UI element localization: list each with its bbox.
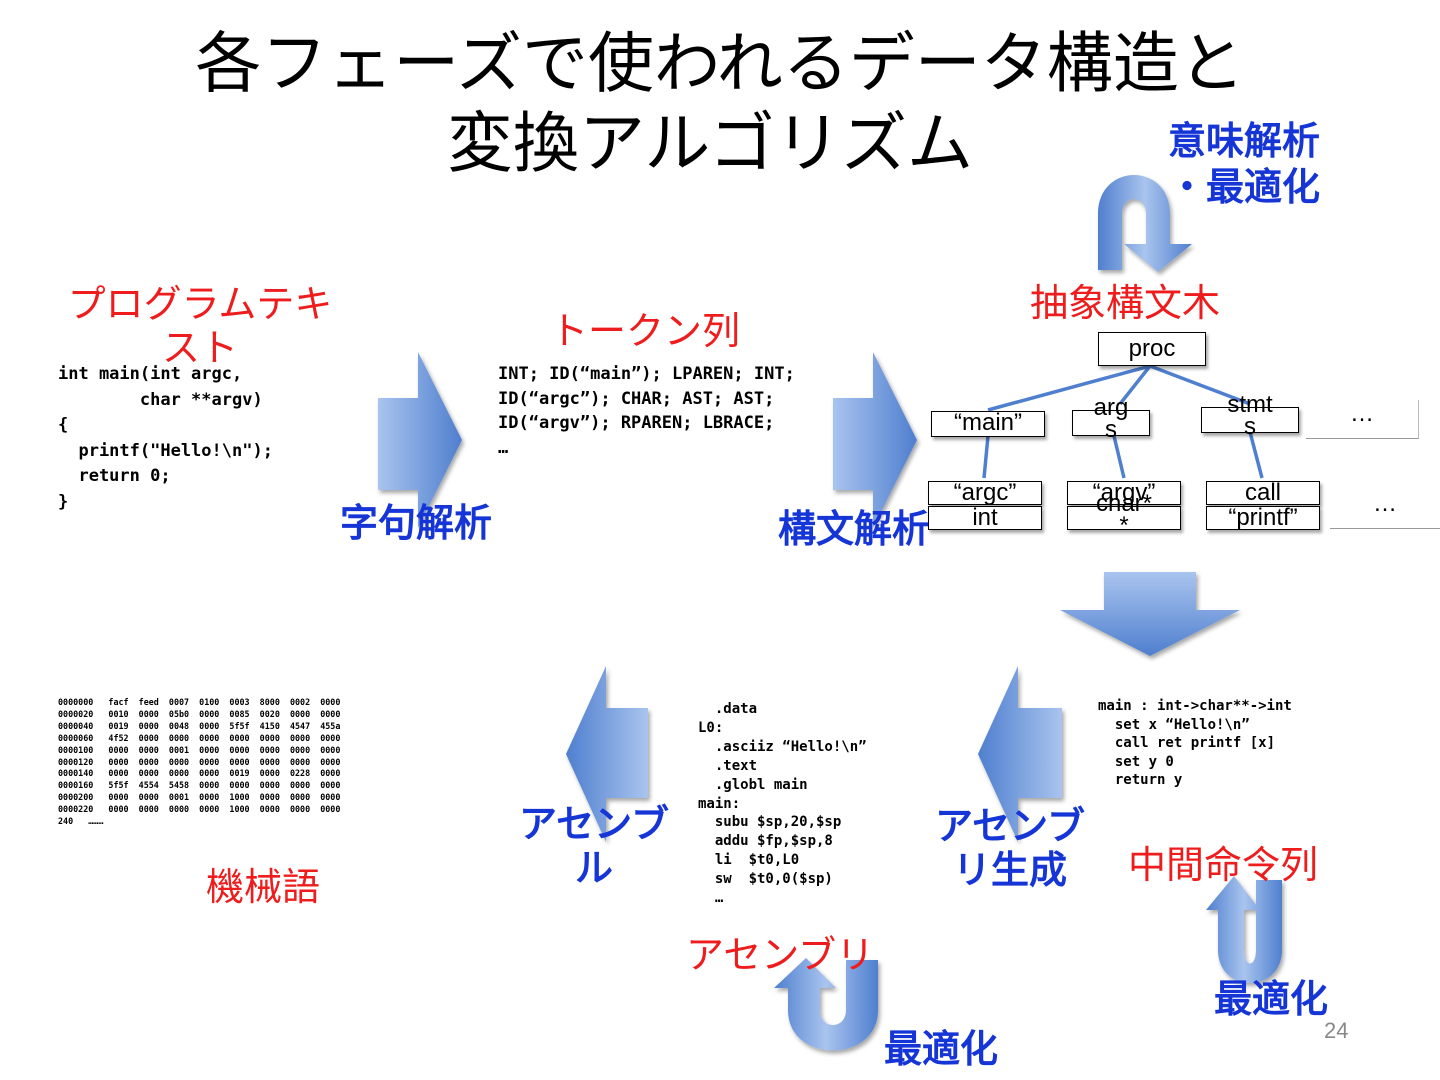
ast-node-more-1: …	[1306, 400, 1419, 439]
asm-code-line: …	[698, 890, 724, 907]
ast-node-more-2: …	[1330, 488, 1440, 529]
asm-code-line: .asciiz “Hello!\n”	[698, 738, 867, 755]
hex-dump-line: 0000020 0010 0000 05b0 0000 0085 0020 00…	[58, 708, 341, 719]
phase-semantic-analysis: 意味解析 ・最適化	[1168, 119, 1321, 209]
hex-dump-line: 240 ………	[58, 816, 104, 827]
asm-code-line: L0:	[698, 719, 724, 736]
phase-syntax-analysis: 構文解析	[778, 507, 931, 551]
asm-code-line: .text	[698, 757, 758, 774]
label-intermediate-code: 中間命令列	[1128, 843, 1319, 887]
arrow-ir-optimize-loop	[1206, 876, 1282, 983]
phase-assembly-optimization: 最適化	[884, 1027, 999, 1071]
hex-dump-line: 0000100 0000 0000 0001 0000 0000 0000 00…	[58, 744, 341, 755]
source-code-line: }	[58, 491, 69, 512]
arrow-syntax	[833, 352, 917, 528]
ir-code-line: main : int->char**->int	[1098, 698, 1292, 714]
arrow-assemble	[566, 666, 648, 842]
hex-dump-line: 0000060 4f52 0000 0000 0000 0000 0000 00…	[58, 732, 341, 743]
ir-code-block: main : int->char**->int set x “Hello!\n”…	[1098, 697, 1292, 790]
token-list-block: INT; ID(“main”); LPAREN; INT; ID(“argc”);…	[498, 362, 795, 460]
label-program-text: プログラムテキ スト	[67, 282, 333, 370]
source-code-line: int main(int argc,	[58, 364, 243, 384]
ast-node-proc: proc	[1098, 332, 1206, 366]
asm-code-line: .data	[698, 701, 758, 717]
hex-dump-line: 0000140 0000 0000 0000 0000 0019 0000 02…	[58, 768, 341, 779]
slide-title-line2: 変換アルゴリズム	[446, 105, 974, 182]
label-machine-code: 機械語	[206, 865, 321, 909]
page-number: 24	[1324, 1018, 1349, 1043]
hex-dump-line: 0000120 0000 0000 0000 0000 0000 0000 00…	[58, 756, 341, 767]
source-code-line: char **argv)	[58, 389, 263, 410]
token-line: INT; ID(“main”); LPAREN; INT;	[498, 364, 795, 384]
asm-code-line: main:	[698, 795, 741, 812]
ast-node-int: int	[928, 506, 1042, 530]
arrow-lexical	[378, 352, 462, 528]
phase-assemble: アセンブ ル	[518, 802, 670, 890]
label-token-sequence: トークン列	[550, 309, 741, 353]
arrow-semantic-loop	[1098, 175, 1192, 272]
ast-node-charpp: char**	[1067, 492, 1181, 538]
hex-dump-line: 0000160 5f5f 4554 5458 0000 0000 0000 00…	[58, 780, 341, 791]
asm-code-line: li $t0,L0	[698, 852, 800, 869]
asm-code-line: .globl main	[698, 776, 808, 793]
phase-ir-optimization: 最適化	[1214, 977, 1329, 1021]
ir-code-line: set y 0	[1098, 753, 1174, 770]
hex-dump-line: 0000220 0000 0000 0000 0000 1000 0000 00…	[58, 804, 341, 815]
token-line: ID(“argv”); RPAREN; LBRACE;	[498, 413, 775, 433]
token-line: …	[498, 437, 509, 458]
ir-code-line: call ret printf [x]	[1098, 735, 1276, 751]
arrow-asm-optimize-loop	[774, 958, 878, 1051]
ast-node-call: call	[1206, 481, 1320, 505]
token-line: ID(“argc”); CHAR; AST; AST;	[498, 388, 775, 409]
hex-dump-line: 0000040 0019 0000 0048 0000 5f5f 4150 45…	[58, 720, 341, 731]
ir-code-line: return y	[1098, 772, 1183, 788]
ast-node-argc: “argc”	[928, 481, 1042, 505]
machine-code-dump: 0000000 facf feed 0007 0100 0003 8000 00…	[58, 697, 340, 828]
slide-title-line1: 各フェーズで使われるデータ構造と	[195, 25, 1245, 102]
phase-lexical-analysis: 字句解析	[340, 501, 493, 545]
asm-code-line: sw $t0,0($sp)	[698, 871, 833, 888]
arrow-ast-to-ir	[1060, 572, 1240, 656]
source-code-line: printf("Hello!\n");	[58, 440, 273, 461]
ir-code-line: set x “Hello!\n”	[1098, 716, 1250, 733]
asm-code-line: addu $fp,$sp,8	[698, 833, 833, 850]
ast-node-argv: “argv”	[1067, 481, 1181, 505]
label-assembly: アセンブリ	[686, 933, 875, 977]
source-code-block: int main(int argc, char **argv) { printf(…	[58, 362, 273, 515]
phase-assembly-generation: アセンブ リ生成	[934, 804, 1086, 892]
source-code-line: {	[58, 415, 69, 435]
ast-node-main: “main”	[931, 411, 1045, 437]
asm-code-line: subu $sp,20,$sp	[698, 814, 842, 831]
ast-edges	[982, 364, 1264, 479]
arrow-asm-generation	[978, 666, 1062, 842]
ast-node-printf: “printf”	[1206, 506, 1320, 530]
source-code-line: return 0;	[58, 466, 171, 486]
hex-dump-line: 0000000 facf feed 0007 0100 0003 8000 00…	[58, 697, 341, 707]
label-ast: 抽象構文木	[1030, 281, 1221, 325]
hex-dump-line: 0000200 0000 0000 0001 0000 1000 0000 00…	[58, 792, 341, 803]
